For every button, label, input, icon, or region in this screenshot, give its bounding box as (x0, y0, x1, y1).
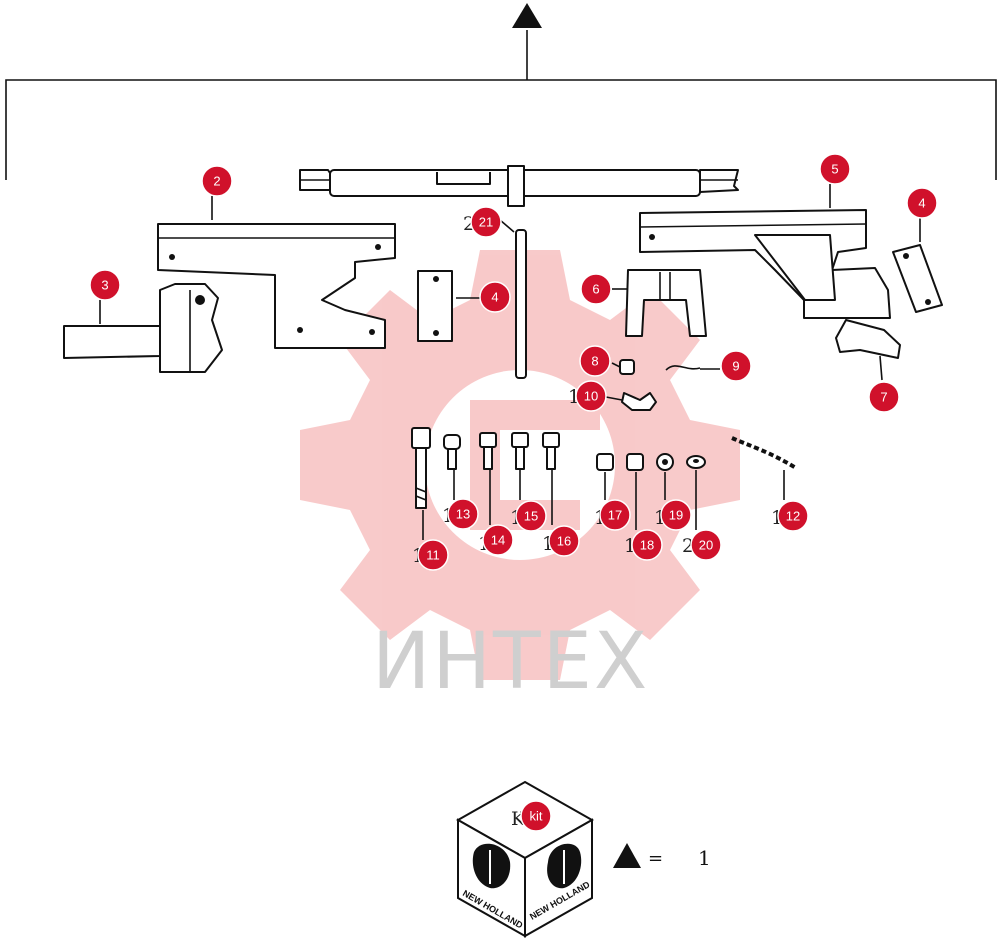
callout-5[interactable]: 5 (819, 153, 851, 185)
new-holland-leaf-icon (472, 843, 511, 889)
svg-text:4: 4 (491, 290, 498, 305)
svg-text:4: 4 (918, 196, 925, 211)
part-chain (731, 436, 798, 470)
svg-text:7: 7 (880, 390, 887, 405)
part-bolt-14 (479, 432, 497, 470)
callout-2[interactable]: 2 (201, 165, 233, 197)
callout-18[interactable]: 18 (631, 529, 663, 561)
svg-text:13: 13 (456, 507, 470, 522)
watermark-text: ИНТЕХ (372, 617, 649, 707)
svg-text:15: 15 (524, 509, 538, 524)
svg-text:12: 12 (786, 509, 800, 524)
part-cotter-pin (665, 365, 701, 371)
part-right-bracket (639, 209, 891, 319)
part-wing-nut (621, 392, 657, 411)
part-washer-20 (686, 455, 706, 469)
callout-7[interactable]: 7 (868, 381, 900, 413)
top-bracket (5, 3, 997, 180)
svg-text:14: 14 (491, 533, 505, 548)
svg-text:20: 20 (699, 538, 713, 553)
svg-text:21: 21 (479, 215, 493, 230)
svg-text:10: 10 (584, 389, 598, 404)
callout-3[interactable]: 3 (89, 269, 121, 301)
part-bolt-16 (542, 432, 560, 470)
part-plate-right (892, 244, 943, 313)
svg-text:17: 17 (608, 508, 622, 523)
callout-11[interactable]: 11 (417, 539, 449, 571)
svg-text:9: 9 (732, 359, 739, 374)
part-bushing (619, 359, 635, 375)
kit-legend: = 1 (613, 843, 711, 870)
callout-17[interactable]: 17 (599, 499, 631, 531)
callout-21[interactable]: 21 (470, 206, 502, 238)
triangle-marker-icon (512, 3, 542, 28)
triangle-marker-icon (613, 843, 641, 868)
part-nut-17 (596, 453, 614, 471)
legend-equals: = (648, 848, 663, 869)
svg-text:18: 18 (640, 538, 654, 553)
callout-8[interactable]: 8 (579, 345, 611, 377)
svg-text:5: 5 (831, 162, 838, 177)
new-holland-leaf-icon (547, 843, 582, 889)
part-bolt-15 (511, 432, 529, 470)
part-bolt-long (411, 427, 431, 509)
callout-13[interactable]: 13 (447, 498, 479, 530)
svg-text:3: 3 (101, 278, 108, 293)
callout-15[interactable]: 15 (515, 500, 547, 532)
part-shaft (299, 165, 739, 207)
svg-text:6: 6 (592, 282, 599, 297)
callout-4-right[interactable]: 4 (906, 187, 938, 219)
part-rod (515, 229, 527, 379)
callout-16[interactable]: 16 (548, 525, 580, 557)
part-clip (835, 319, 901, 359)
kit-badge[interactable]: kit (520, 800, 552, 832)
callout-6[interactable]: 6 (580, 273, 612, 305)
callout-12[interactable]: 12 (777, 500, 809, 532)
callout-4-left[interactable]: 4 (479, 281, 511, 313)
legend-value: 1 (698, 846, 711, 870)
part-u-bracket (625, 269, 707, 337)
svg-text:8: 8 (591, 354, 598, 369)
part-plate-left (417, 270, 453, 342)
leader-lines (99, 184, 921, 540)
callout-14[interactable]: 14 (482, 524, 514, 556)
svg-text:kit: kit (530, 809, 543, 824)
callout-10[interactable]: 10 (575, 380, 607, 412)
part-nut-18 (626, 453, 644, 471)
svg-text:19: 19 (669, 508, 683, 523)
svg-text:16: 16 (557, 534, 571, 549)
callout-9[interactable]: 9 (720, 350, 752, 382)
callout-20[interactable]: 20 (690, 529, 722, 561)
part-nut-19 (656, 453, 674, 471)
part-bolt-13 (443, 434, 461, 470)
part-left-bracket (157, 223, 396, 349)
part-support (63, 283, 223, 373)
svg-text:2: 2 (213, 174, 220, 189)
svg-text:11: 11 (426, 548, 440, 563)
callout-19[interactable]: 19 (660, 499, 692, 531)
